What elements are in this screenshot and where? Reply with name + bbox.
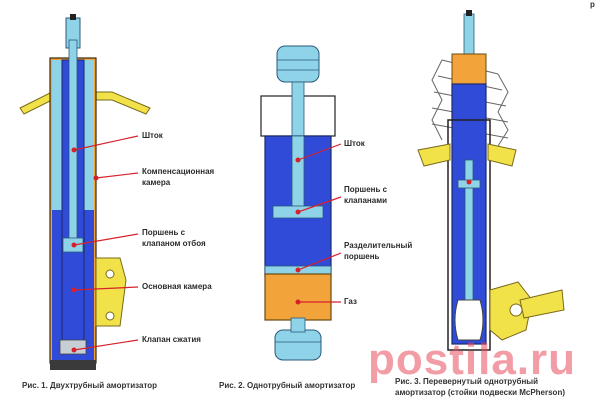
hub-mount <box>519 289 565 319</box>
red-dot-pointer <box>466 179 472 185</box>
rod-cap <box>466 10 472 16</box>
hub-hole <box>509 303 523 317</box>
red-dot-pointer <box>295 299 301 305</box>
figure-inverted: Рис. 3. Перевернутый однотрубный амортиз… <box>395 0 603 402</box>
spring-seat-left <box>417 143 451 167</box>
pointer-line-main <box>73 286 139 291</box>
gas-chamber <box>264 273 332 321</box>
pointer-line-comp <box>95 172 139 179</box>
caption-figure-3-line-2: амортизатор (стойки подвески McPherson) <box>395 388 565 397</box>
mono-tube-diagram <box>260 45 342 361</box>
twin-tube-diagram <box>19 14 151 370</box>
compression-valve <box>59 339 87 355</box>
caption-figure-3-line-1: Рис. 3. Перевернутый однотрубный <box>395 377 539 386</box>
pointer-line-valve <box>73 339 139 351</box>
label-gas: Газ <box>344 297 357 306</box>
label-piston-1: Поршень с <box>142 228 186 237</box>
label-piston-1: Поршень с <box>344 185 388 194</box>
red-dot-pointer <box>295 157 301 163</box>
label-rod: Шток <box>142 131 163 140</box>
caption-figure-1: Рис. 1. Двухтрубный амортизатор <box>22 381 158 390</box>
rod-in-chamber <box>291 135 305 213</box>
pointer-line-piston <box>73 233 139 246</box>
label-piston-2: клапанами <box>344 196 388 205</box>
red-dot-pointer <box>93 175 99 181</box>
bottom-mount <box>50 360 96 370</box>
label-comp-chamber-1: Компенсационная <box>142 167 215 176</box>
figure-twin-tube: Шток Компенсационная камера Поршень с кл… <box>0 0 214 402</box>
outer-housing <box>447 119 491 351</box>
figure-mono-tube: Шток Поршень с клапанами Разделительный … <box>201 0 412 402</box>
spring-seat-right <box>487 143 517 167</box>
watermark: postila.ru <box>368 335 577 384</box>
pointer-line-rod <box>73 135 139 151</box>
piston-rod <box>68 39 78 241</box>
label-sep-piston-2: поршень <box>344 252 380 261</box>
red-dot-pointer <box>71 147 77 153</box>
rod-top <box>463 13 475 55</box>
caption-figure-2: Рис. 2. Однотрубный амортизатор <box>219 381 356 390</box>
label-sep-piston-1: Разделительный <box>344 241 413 250</box>
pointer-line-sep-piston <box>297 252 342 271</box>
bracket-hole-top <box>105 269 115 279</box>
bump-stop <box>454 299 484 341</box>
top-text: р <box>590 0 595 9</box>
rod-cap <box>70 14 76 20</box>
label-main-chamber: Основная камера <box>142 282 212 291</box>
red-dot-pointer <box>71 347 77 353</box>
knuckle-bracket <box>95 257 127 327</box>
inverted-diagram <box>417 10 565 351</box>
red-dot-pointer <box>295 267 301 273</box>
pointer-line-piston <box>297 196 342 213</box>
pointer-line-rod <box>297 143 342 161</box>
bracket-hole-bottom <box>105 311 115 321</box>
bottom-stem <box>290 317 306 333</box>
red-dot-pointer <box>295 209 301 215</box>
label-comp-chamber-2: камера <box>142 178 171 187</box>
label-comp-valve: Клапан сжатия <box>142 335 201 344</box>
gas-chamber <box>451 53 487 85</box>
top-bushing <box>276 45 320 83</box>
red-dot-pointer <box>71 242 77 248</box>
label-piston-2: клапаном отбоя <box>142 239 206 248</box>
label-rod: Шток <box>344 139 365 148</box>
bottom-bushing <box>274 329 322 361</box>
red-dot-pointer <box>71 287 77 293</box>
